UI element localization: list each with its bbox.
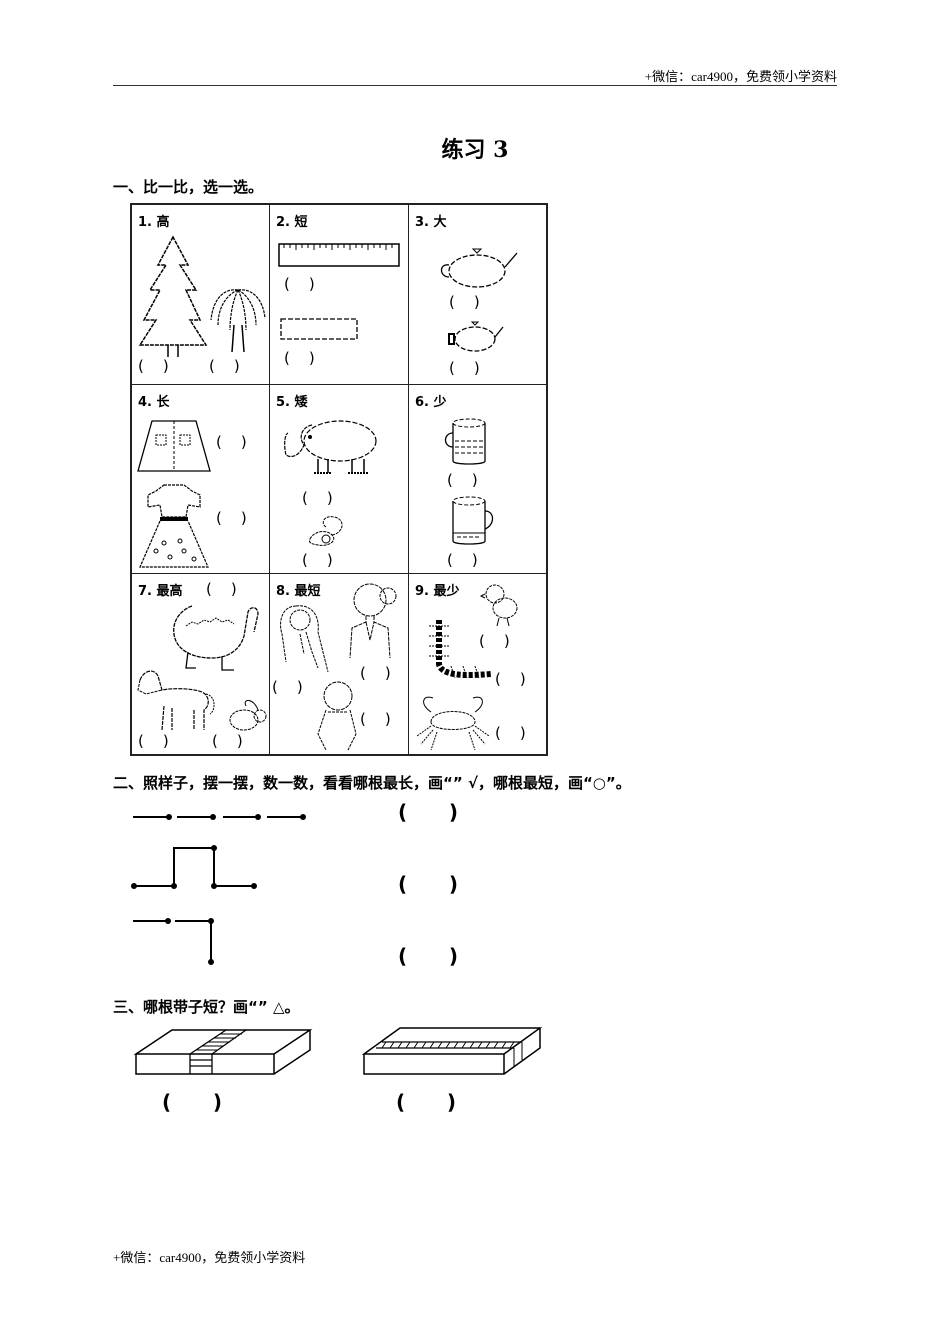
answer-paren[interactable]: ( ): [396, 1090, 457, 1114]
page-title: 练习 3: [441, 137, 509, 163]
cell-6: 6. 少 ( ) ( ): [409, 385, 548, 573]
answer-paren[interactable]: ( ): [398, 944, 459, 968]
rabbit-icon: [229, 700, 267, 731]
cell-label: 2. 短: [276, 215, 308, 230]
answer-paren[interactable]: ( ): [449, 359, 480, 377]
cell-label: 4. 长: [138, 395, 170, 410]
squirrel-icon: [309, 516, 343, 546]
cell-label: 1. 高: [138, 215, 170, 230]
cell-4: 4. 长 ( ) ( ): [132, 385, 269, 573]
cup-low-icon: [452, 496, 494, 545]
box-short-ribbon-icon: [133, 1029, 313, 1075]
section-3-heading: 三、哪根带子短？画“” △。: [113, 998, 300, 1016]
tree-icon: [138, 235, 208, 357]
answer-paren[interactable]: ( ): [398, 800, 459, 824]
cell-label: 5. 矮: [276, 395, 308, 410]
dinosaur-icon: [173, 605, 259, 671]
comparison-grid: 1. 高 ( ) ( ) 2. 短 ( ) ( ) 3. 大: [130, 203, 548, 756]
cell-label: 3. 大: [415, 215, 447, 230]
box-long-ribbon-icon: [361, 1027, 543, 1075]
long-ruler-icon: [278, 243, 400, 267]
chick-icon: [479, 584, 518, 627]
answer-paren[interactable]: ( ): [272, 678, 303, 696]
answer-paren[interactable]: ( ): [479, 632, 510, 650]
skirt-icon: [137, 420, 211, 472]
centipede-icon: [429, 620, 492, 679]
stick-figure-straight: [133, 814, 306, 820]
answer-paren[interactable]: ( ): [216, 509, 247, 527]
grid-divider: [269, 205, 270, 754]
grid-divider: [132, 573, 546, 574]
cell-label: 6. 少: [415, 395, 447, 410]
section-2-heading: 二、照样子，摆一摆，数一数，看看哪根最长，画“” √，哪根最短，画“○”。: [113, 774, 631, 792]
answer-paren[interactable]: ( ): [209, 357, 240, 375]
child-icon: [317, 681, 357, 751]
horse-icon: [137, 670, 215, 731]
willow-icon: [210, 289, 266, 353]
answer-paren[interactable]: ( ): [495, 670, 526, 688]
cell-9: 9. 最少 ( ) ( ) ( ): [409, 574, 548, 756]
answer-paren[interactable]: ( ): [398, 872, 459, 896]
dress-icon: [139, 484, 209, 568]
girl-long-hair-icon: [280, 605, 329, 673]
cell-8: 8. 最短 ( ) ( ) ( ): [270, 574, 408, 756]
answer-paren[interactable]: ( ): [447, 471, 478, 489]
cell-3: 3. 大 ( ) ( ): [409, 205, 548, 384]
section-1-heading: 一、比一比，选一选。: [113, 178, 264, 196]
grid-divider: [408, 205, 409, 754]
answer-paren[interactable]: ( ): [284, 275, 315, 293]
cup-full-icon: [444, 418, 486, 465]
answer-paren[interactable]: ( ): [495, 724, 526, 742]
stick-figure-step: [131, 845, 257, 889]
answer-paren[interactable]: ( ): [447, 551, 478, 569]
answer-paren[interactable]: ( ): [216, 433, 247, 451]
cell-label: 9. 最少: [415, 584, 460, 599]
answer-paren[interactable]: ( ): [212, 732, 243, 750]
man-icon: [349, 583, 397, 659]
cell-label: 8. 最短: [276, 584, 321, 599]
answer-paren[interactable]: ( ): [284, 349, 315, 367]
footer-watermark: +微信：car4900，免费领小学资料: [113, 1250, 306, 1265]
cell-label: 7. 最高: [138, 584, 183, 599]
answer-paren[interactable]: ( ): [138, 732, 169, 750]
answer-paren[interactable]: ( ): [302, 489, 333, 507]
cell-1: 1. 高 ( ) ( ): [132, 205, 269, 384]
answer-paren[interactable]: ( ): [302, 551, 333, 569]
header-watermark: +微信：car4900，免费领小学资料: [644, 69, 837, 84]
elephant-icon: [284, 420, 377, 474]
answer-paren[interactable]: ( ): [449, 293, 480, 311]
answer-paren[interactable]: ( ): [138, 357, 169, 375]
cell-5: 5. 矮 ( ) ( ): [270, 385, 408, 573]
answer-paren[interactable]: ( ): [360, 710, 391, 728]
answer-paren[interactable]: ( ): [360, 664, 391, 682]
header-rule: [113, 85, 837, 86]
big-teapot-icon: [440, 248, 518, 288]
small-teapot-icon: [448, 321, 504, 352]
answer-paren[interactable]: ( ): [206, 580, 237, 598]
cell-2: 2. 短 ( ) ( ): [270, 205, 408, 384]
short-ruler-icon: [280, 318, 358, 340]
stick-figure-l-shape: [133, 918, 214, 965]
crab-icon: [416, 696, 490, 751]
cell-7: 7. 最高 ( ) ( ) ( ): [132, 574, 269, 756]
grid-divider: [132, 384, 546, 385]
answer-paren[interactable]: ( ): [162, 1090, 223, 1114]
